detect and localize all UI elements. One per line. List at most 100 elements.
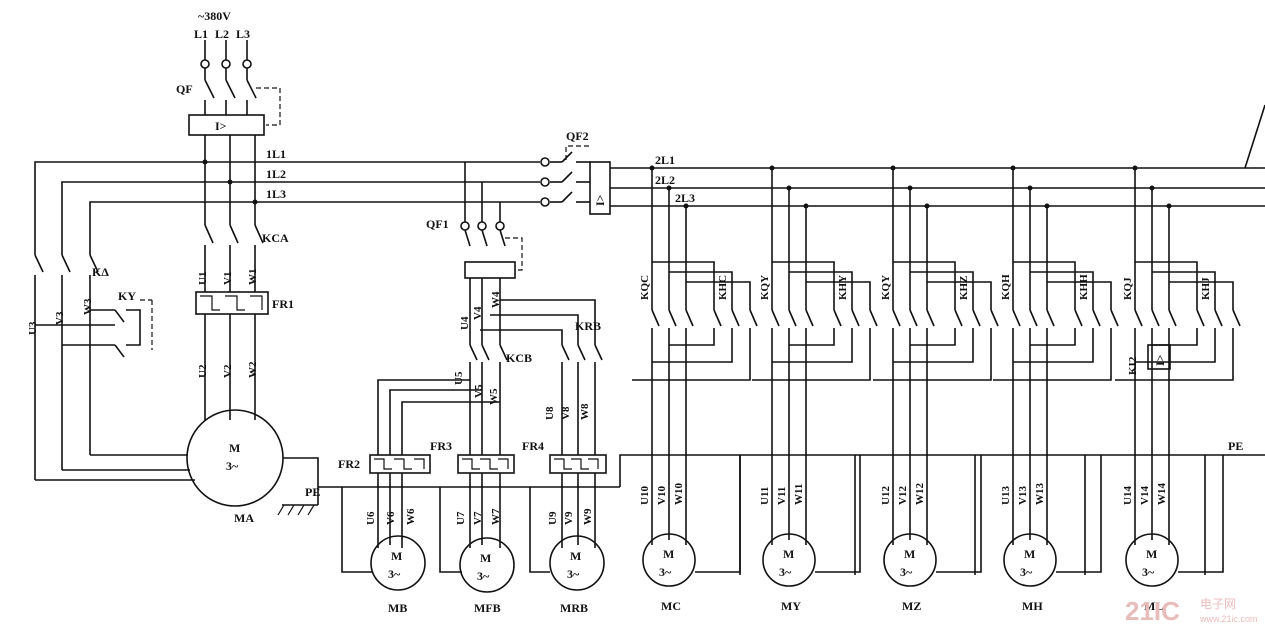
ma-symbol: M [229, 441, 240, 455]
group-5-wire-w: W14 [1156, 483, 1168, 506]
group-1-motor-phase: 3~ [659, 565, 672, 579]
bus-1l3-label: 1L3 [266, 187, 286, 201]
group-1-motor-symbol: M [663, 547, 674, 561]
group-3-motor-label: MZ [902, 599, 921, 613]
wire-u1: U1 [197, 272, 209, 285]
group-1-motor-label: MC [661, 599, 681, 613]
motor-ma [35, 409, 319, 516]
ma-label: MA [234, 511, 254, 525]
qf2-breaker [550, 104, 1265, 215]
wire-v1: V1 [222, 272, 234, 285]
phase-l3-label: L3 [236, 27, 250, 41]
mfb-symbol: M [480, 551, 491, 565]
wire-u2: U2 [197, 364, 209, 378]
wire-u3: U3 [27, 321, 39, 335]
wire-u7: U7 [455, 511, 467, 525]
wire-v8: V8 [560, 406, 572, 420]
kdelta-label: KΔ [92, 265, 109, 279]
group-3-wire-w: W12 [914, 483, 926, 506]
group-4-wire-v: V13 [1017, 486, 1029, 505]
fr4-thermal-relay [549, 454, 607, 474]
group-2-fwd-label: KQY [759, 275, 771, 300]
wire-u8: U8 [544, 406, 556, 420]
supply-terminals [200, 40, 252, 69]
group-2-wire-v: V11 [776, 487, 788, 505]
group-3-rev-label: KHZ [958, 276, 970, 300]
mb-phase: 3~ [388, 567, 401, 581]
fr4-label: FR4 [522, 439, 544, 453]
mfb-phase: 3~ [477, 569, 490, 583]
bus-2l2-label: 2L2 [655, 173, 675, 187]
group-2-motor-phase: 3~ [779, 565, 792, 579]
mfb-label: MFB [474, 601, 501, 615]
wire-w3: W3 [82, 298, 94, 315]
wire-w7: W7 [490, 508, 502, 525]
krb-label: KRB [575, 319, 601, 333]
kcb-label: KCB [506, 351, 532, 365]
group-1-wire-u: U10 [639, 486, 651, 505]
group-4-fwd-label: KQH [1000, 274, 1012, 300]
ma-phase: 3~ [226, 459, 239, 473]
qf1-breaker [460, 162, 523, 345]
group-1-rev-label: KHC [717, 275, 729, 300]
qf-breaker [188, 68, 281, 136]
wire-v9: V9 [563, 511, 575, 525]
fr2-thermal-relay [369, 454, 431, 474]
wire-w1: W1 [247, 269, 259, 286]
group-2-motor-symbol: M [783, 547, 794, 561]
mb-label: MB [388, 601, 407, 615]
qf2-label: QF2 [566, 129, 589, 143]
mrb-symbol: M [570, 549, 581, 563]
fr2-label: FR2 [338, 457, 360, 471]
phase-l2-label: L2 [215, 27, 229, 41]
group-2-wire-w: W11 [793, 484, 805, 505]
ki2-label: KI2 [1127, 356, 1139, 375]
group-3-wire-v: V12 [897, 486, 909, 505]
group-5-motor-label: ML [1144, 599, 1163, 613]
group-5-wire-v: V14 [1139, 486, 1151, 505]
qf-trip-label: I> [215, 119, 227, 133]
group-5-motor-phase: 3~ [1142, 565, 1155, 579]
wire-u9: U9 [547, 511, 559, 525]
motor-mfb [439, 473, 515, 593]
ki2-relay [1147, 344, 1171, 370]
bus-1l1-label: 1L1 [266, 147, 286, 161]
mrb-label: MRB [560, 601, 588, 615]
group-1-wire-w: W10 [673, 483, 685, 506]
fr1-thermal-relay [195, 291, 269, 420]
wire-u4: U4 [459, 316, 471, 330]
fr3-label: FR3 [430, 439, 452, 453]
bus-2l3-label: 2L3 [675, 191, 695, 205]
ky-contactor [35, 299, 153, 358]
group-1-wire-v: V10 [656, 486, 668, 505]
kcb-contactor [377, 344, 508, 455]
supply-voltage-label: ~380V [198, 9, 231, 23]
mrb-phase: 3~ [567, 567, 580, 581]
group-3-fwd-label: KQY [880, 275, 892, 300]
group-2-motor-label: MY [781, 599, 801, 613]
qf2-trip-label: I> [593, 194, 607, 206]
group-4-rev-label: KHH [1078, 274, 1090, 300]
pe-label-bus: PE [1228, 439, 1243, 453]
wire-w6: W6 [405, 508, 417, 525]
group-5-rev-label: KHJ [1200, 277, 1212, 300]
bus-1l2-label: 1L2 [266, 167, 286, 181]
mb-symbol: M [391, 549, 402, 563]
group-5-wire-u: U14 [1122, 486, 1134, 505]
group-4-wire-u: U13 [1000, 486, 1012, 505]
wire-w5: W5 [488, 388, 500, 405]
group-4-motor-label: MH [1022, 599, 1043, 613]
group-5-fwd-label: KQJ [1122, 277, 1134, 300]
wire-w9: W9 [582, 508, 594, 525]
wire-v2: V2 [222, 364, 234, 378]
group-4-motor-symbol: M [1024, 547, 1035, 561]
group-4-wire-w: W13 [1034, 483, 1046, 506]
group-3-motor-symbol: M [904, 547, 915, 561]
watermark-cn: 电子网 [1200, 597, 1236, 611]
